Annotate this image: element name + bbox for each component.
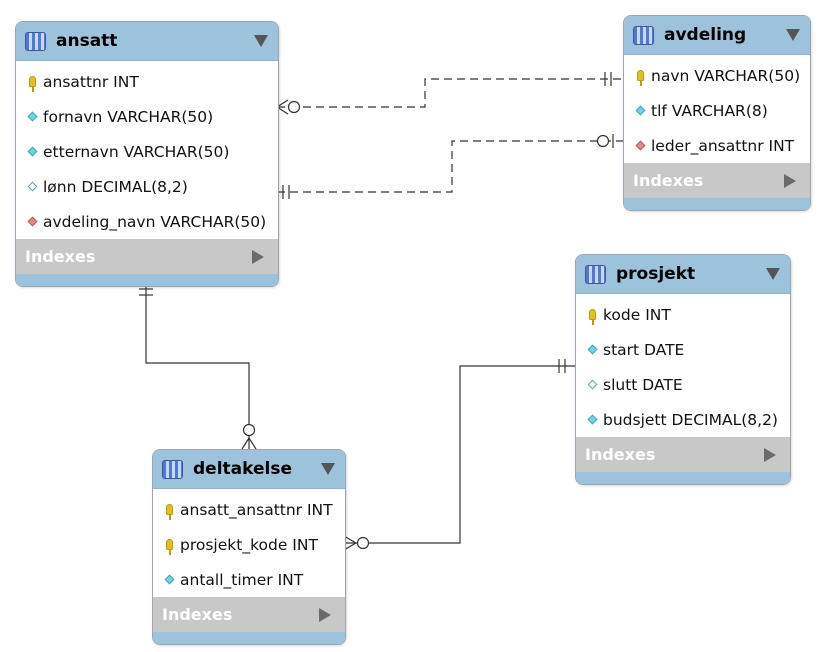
foreign-key-icon bbox=[633, 140, 647, 151]
column-label: antall_timer INT bbox=[180, 570, 304, 589]
entity-ansatt[interactable]: ansatt ansattnr INT fornavn VARCHAR(50) … bbox=[15, 21, 279, 287]
column-row[interactable]: leder_ansattnr INT bbox=[624, 128, 810, 163]
indexes-bar[interactable]: Indexes bbox=[624, 163, 810, 198]
not-null-column-icon bbox=[633, 105, 647, 116]
indexes-label: Indexes bbox=[633, 171, 704, 190]
expand-arrow-icon[interactable] bbox=[784, 174, 796, 188]
column-list: kode INT start DATE slutt DATE budsjett … bbox=[576, 294, 790, 437]
column-label: tlf VARCHAR(8) bbox=[651, 101, 768, 120]
not-null-column-icon bbox=[25, 111, 39, 122]
entity-title: prosjekt bbox=[616, 264, 696, 284]
column-row[interactable]: budsjett DECIMAL(8,2) bbox=[576, 402, 790, 437]
indexes-label: Indexes bbox=[585, 445, 656, 464]
column-list: ansattnr INT fornavn VARCHAR(50) etterna… bbox=[16, 61, 278, 239]
column-label: ansattnr INT bbox=[43, 72, 139, 91]
relationship-prosjekt-deltakelse bbox=[343, 359, 575, 551]
relationship-ansatt-deltakelse bbox=[139, 281, 257, 450]
entity-footer bbox=[153, 632, 345, 644]
column-row[interactable]: lønn DECIMAL(8,2) bbox=[16, 169, 278, 204]
entity-footer bbox=[16, 274, 278, 286]
column-row[interactable]: ansatt_ansattnr INT bbox=[153, 492, 345, 527]
entity-title: avdeling bbox=[664, 25, 747, 45]
column-label: ansatt_ansattnr INT bbox=[180, 500, 333, 519]
not-null-column-icon bbox=[25, 146, 39, 157]
primary-key-icon bbox=[162, 539, 176, 555]
table-icon bbox=[633, 25, 654, 45]
not-null-column-icon bbox=[585, 344, 599, 355]
expand-arrow-icon[interactable] bbox=[764, 448, 776, 462]
entity-header[interactable]: deltakelse bbox=[153, 450, 345, 489]
column-label: start DATE bbox=[603, 340, 685, 359]
column-label: etternavn VARCHAR(50) bbox=[43, 142, 230, 161]
column-label: navn VARCHAR(50) bbox=[651, 66, 801, 85]
primary-key-icon bbox=[25, 76, 39, 92]
column-row[interactable]: slutt DATE bbox=[576, 367, 790, 402]
nullable-column-icon bbox=[25, 181, 39, 192]
column-row[interactable]: kode INT bbox=[576, 297, 790, 332]
primary-key-icon bbox=[162, 504, 176, 520]
entity-avdeling[interactable]: avdeling navn VARCHAR(50) tlf VARCHAR(8)… bbox=[623, 15, 811, 211]
column-list: navn VARCHAR(50) tlf VARCHAR(8) leder_an… bbox=[624, 55, 810, 163]
nullable-column-icon bbox=[585, 379, 599, 390]
indexes-bar[interactable]: Indexes bbox=[153, 597, 345, 632]
expand-arrow-icon[interactable] bbox=[319, 608, 331, 622]
column-label: kode INT bbox=[603, 305, 671, 324]
column-label: leder_ansattnr INT bbox=[651, 136, 795, 155]
table-icon bbox=[585, 264, 606, 284]
column-label: prosjekt_kode INT bbox=[180, 535, 318, 554]
table-icon bbox=[162, 459, 183, 479]
expand-arrow-icon[interactable] bbox=[252, 250, 264, 264]
column-row[interactable]: etternavn VARCHAR(50) bbox=[16, 134, 278, 169]
column-row[interactable]: ansattnr INT bbox=[16, 64, 278, 99]
entity-header[interactable]: ansatt bbox=[16, 22, 278, 61]
entity-header[interactable]: prosjekt bbox=[576, 255, 790, 294]
column-label: fornavn VARCHAR(50) bbox=[43, 107, 214, 126]
column-label: budsjett DECIMAL(8,2) bbox=[603, 410, 778, 429]
indexes-label: Indexes bbox=[25, 247, 96, 266]
collapse-arrow-icon[interactable] bbox=[766, 268, 780, 280]
indexes-bar[interactable]: Indexes bbox=[576, 437, 790, 472]
entity-footer bbox=[624, 198, 810, 210]
column-list: ansatt_ansattnr INT prosjekt_kode INT an… bbox=[153, 489, 345, 597]
column-row[interactable]: navn VARCHAR(50) bbox=[624, 58, 810, 93]
column-row[interactable]: fornavn VARCHAR(50) bbox=[16, 99, 278, 134]
column-label: slutt DATE bbox=[603, 375, 683, 394]
collapse-arrow-icon[interactable] bbox=[321, 463, 335, 475]
column-row[interactable]: antall_timer INT bbox=[153, 562, 345, 597]
column-label: avdeling_navn VARCHAR(50) bbox=[43, 212, 267, 231]
column-row[interactable]: avdeling_navn VARCHAR(50) bbox=[16, 204, 278, 239]
column-label: lønn DECIMAL(8,2) bbox=[43, 177, 188, 196]
relationship-ansatt-avdeling bbox=[276, 72, 623, 115]
relationship-avdeling-leder bbox=[277, 134, 623, 199]
indexes-bar[interactable]: Indexes bbox=[16, 239, 278, 274]
entity-title: ansatt bbox=[56, 31, 118, 51]
entity-deltakelse[interactable]: deltakelse ansatt_ansattnr INT prosjekt_… bbox=[152, 449, 346, 645]
table-icon bbox=[25, 31, 46, 51]
foreign-key-icon bbox=[25, 216, 39, 227]
not-null-column-icon bbox=[162, 574, 176, 585]
not-null-column-icon bbox=[585, 414, 599, 425]
primary-key-icon bbox=[585, 309, 599, 325]
collapse-arrow-icon[interactable] bbox=[254, 35, 268, 47]
indexes-label: Indexes bbox=[162, 605, 233, 624]
entity-prosjekt[interactable]: prosjekt kode INT start DATE slutt DATE … bbox=[575, 254, 791, 485]
primary-key-icon bbox=[633, 70, 647, 86]
entity-header[interactable]: avdeling bbox=[624, 16, 810, 55]
collapse-arrow-icon[interactable] bbox=[786, 29, 800, 41]
entity-title: deltakelse bbox=[193, 459, 292, 479]
column-row[interactable]: tlf VARCHAR(8) bbox=[624, 93, 810, 128]
column-row[interactable]: start DATE bbox=[576, 332, 790, 367]
column-row[interactable]: prosjekt_kode INT bbox=[153, 527, 345, 562]
entity-footer bbox=[576, 472, 790, 484]
